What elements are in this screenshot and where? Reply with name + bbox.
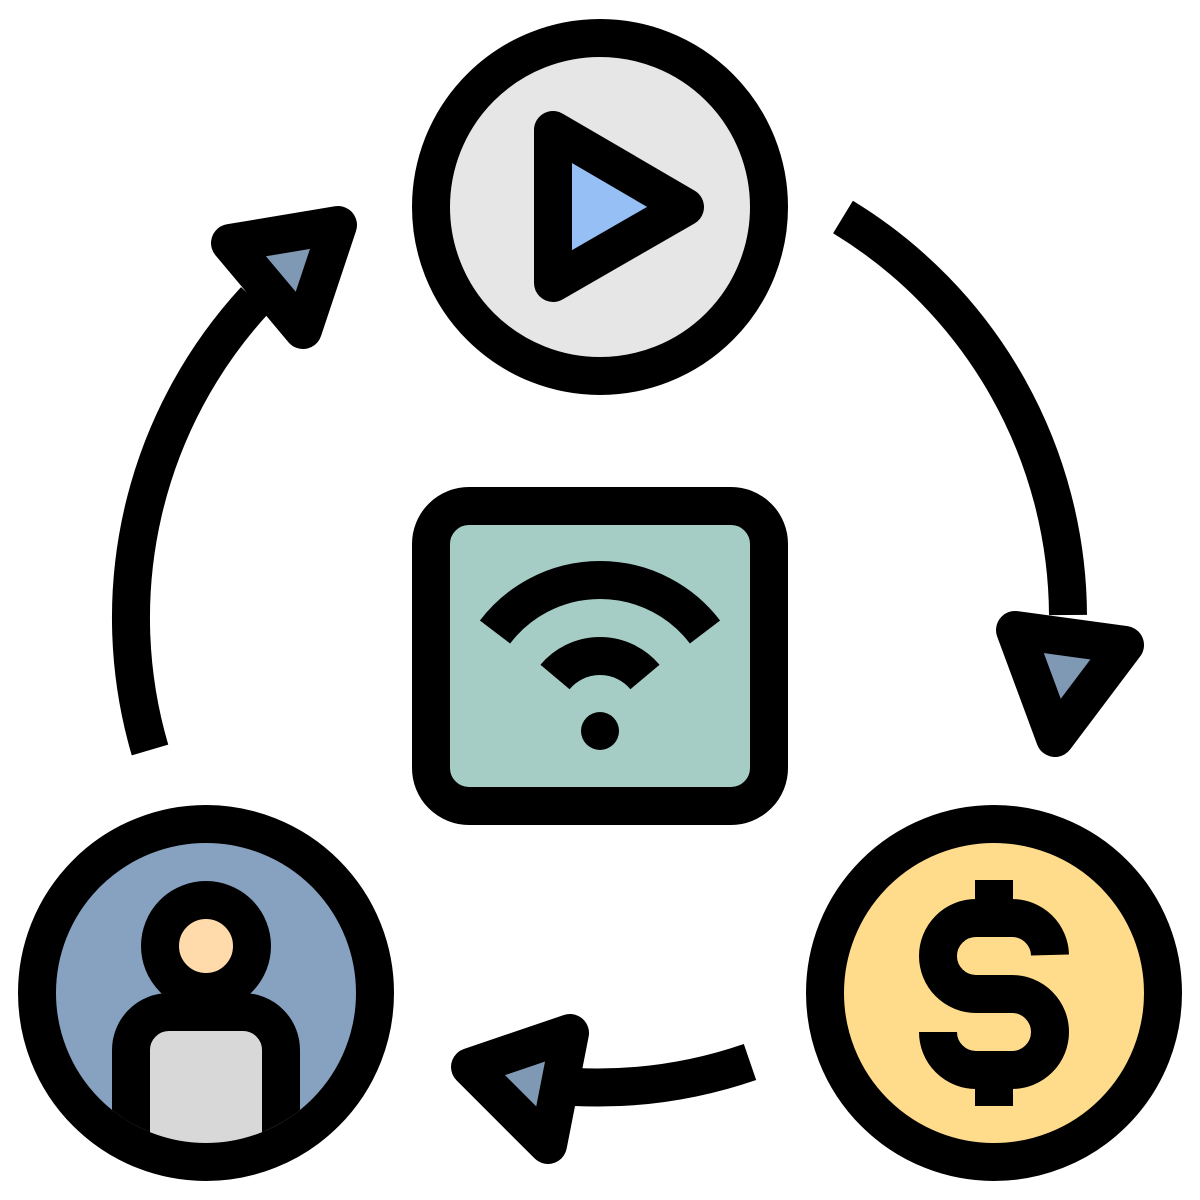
arrowhead-right-icon — [996, 611, 1144, 757]
wifi-tablet-icon — [412, 487, 788, 825]
play-icon — [412, 19, 788, 395]
dollar-coin-icon — [806, 805, 1182, 1181]
user-icon — [18, 805, 394, 1181]
arrowhead-left-icon — [211, 206, 357, 349]
wifi-icon — [479, 561, 721, 690]
arrowhead-bottom-icon — [451, 1014, 589, 1164]
arrow-arc-left — [112, 287, 269, 756]
arrow-arc-bottom — [574, 1043, 757, 1107]
arrow-arc-right — [833, 200, 1087, 616]
cycle-arrows-icon — [112, 200, 1087, 1107]
